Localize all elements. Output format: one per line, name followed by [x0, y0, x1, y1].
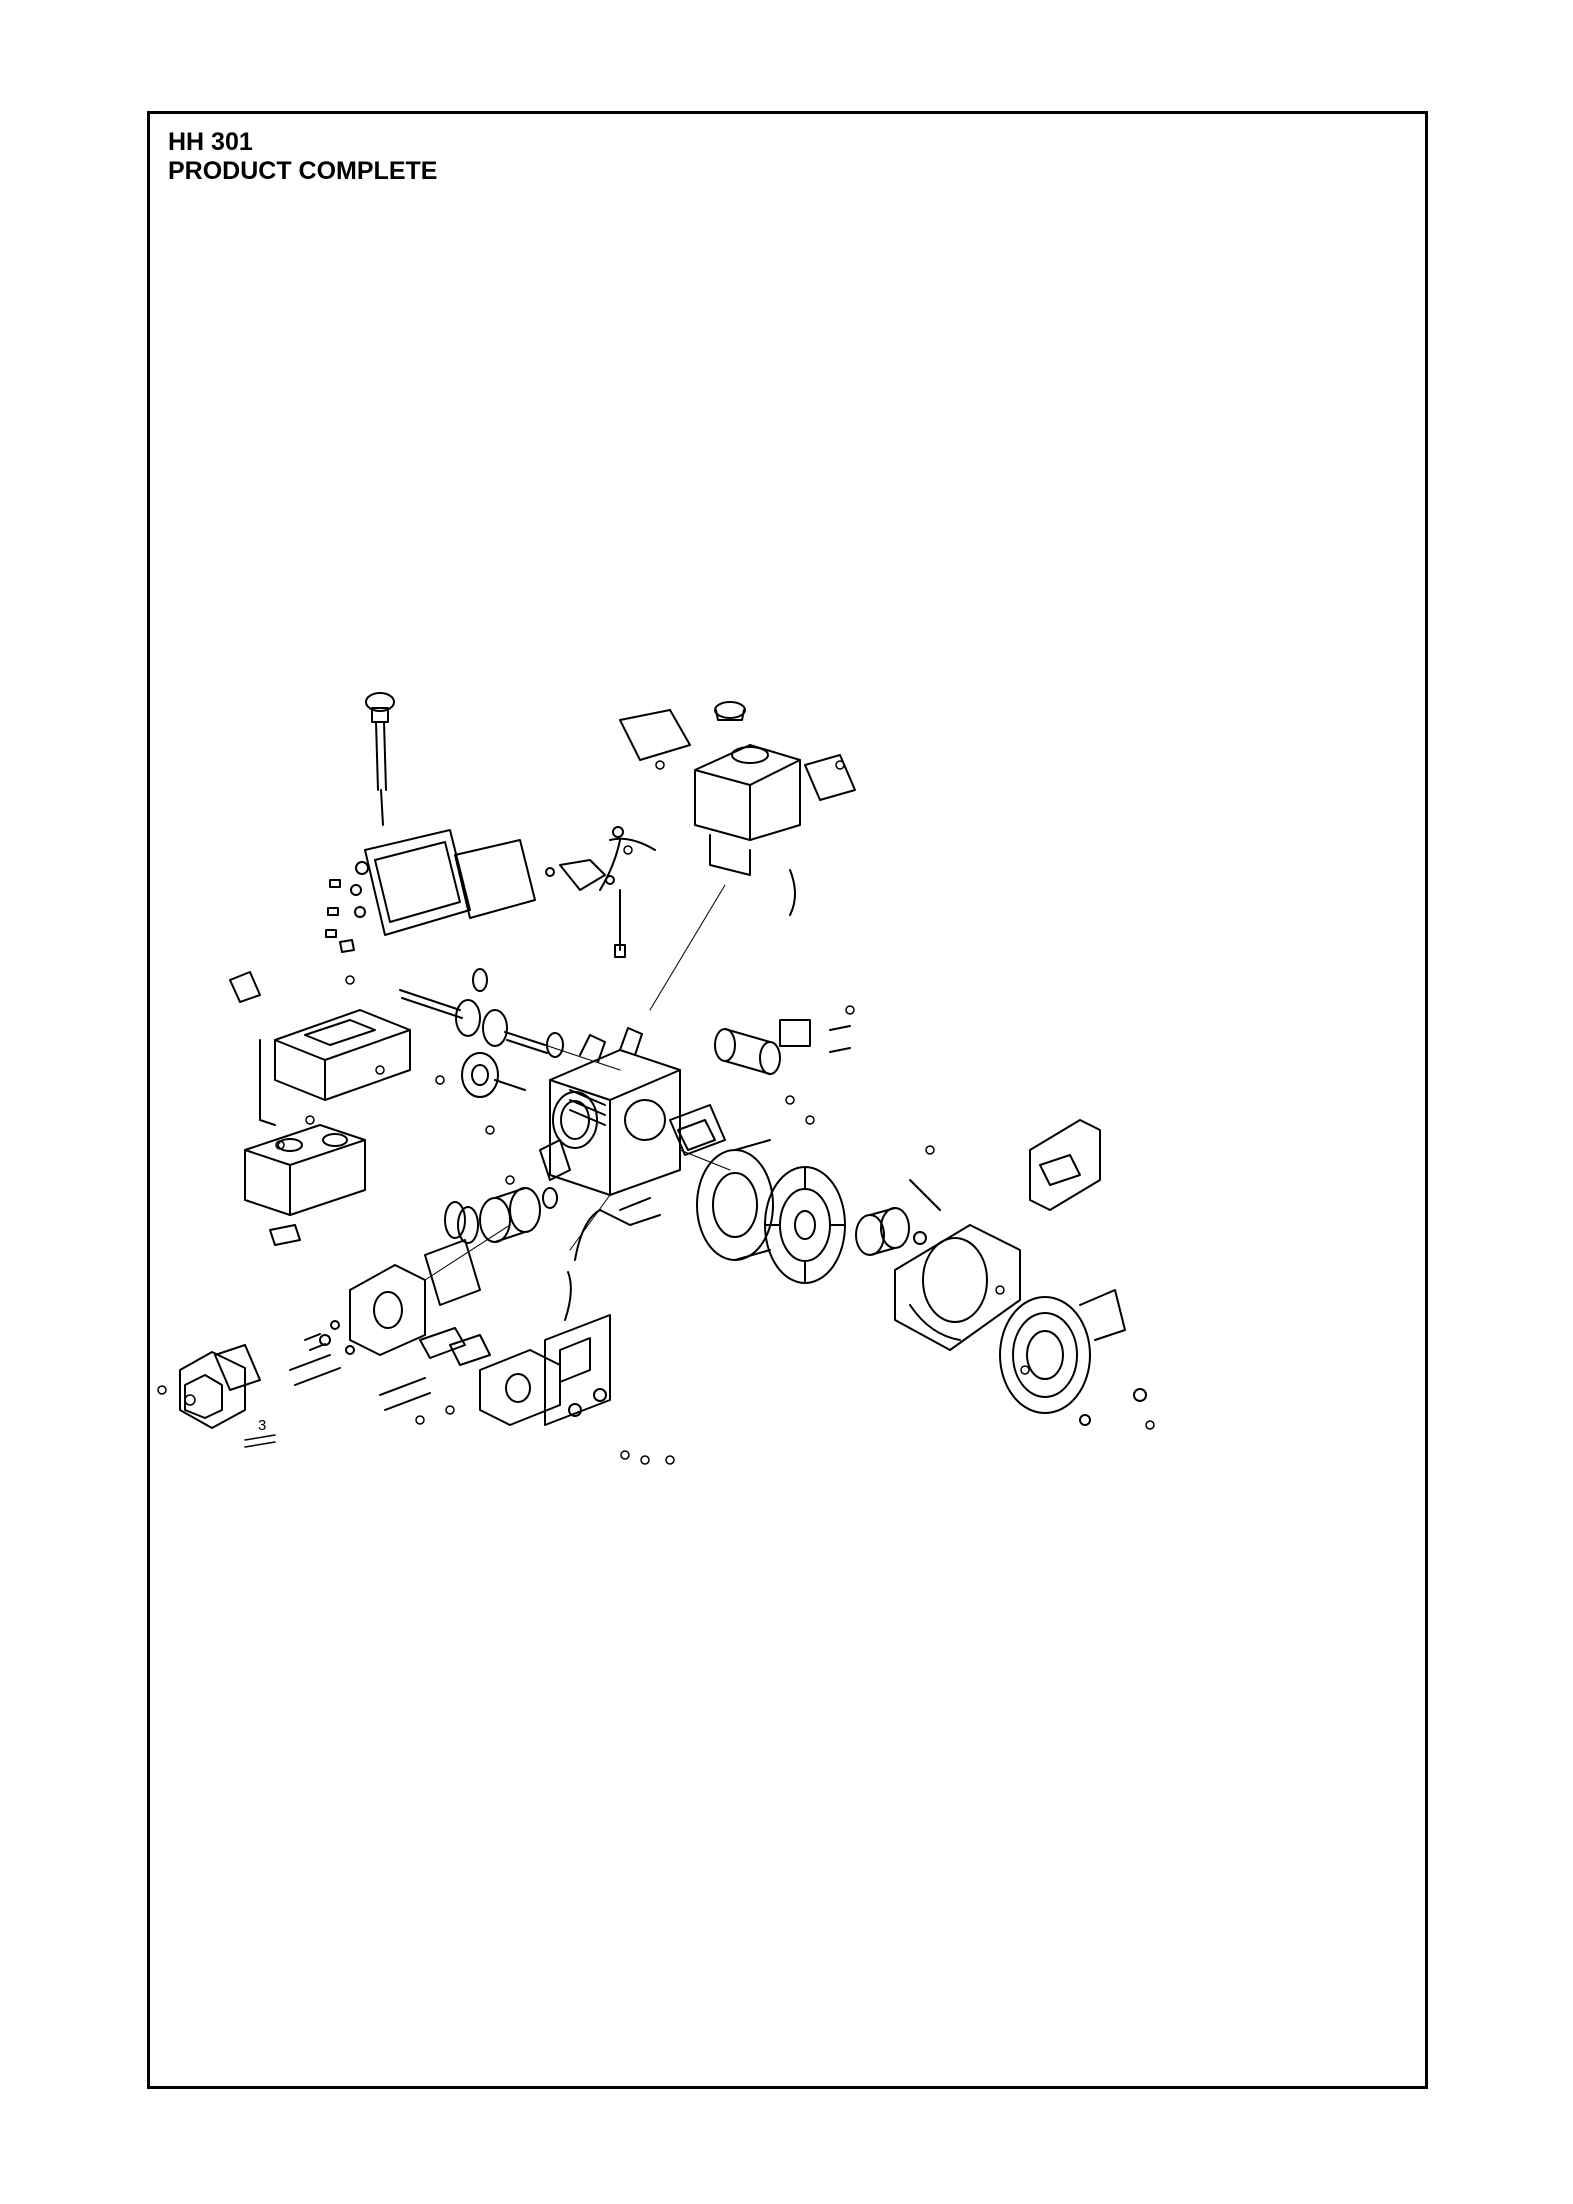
- air-cleaner: [229, 971, 411, 1126]
- governor-linkage: [545, 826, 656, 958]
- title-block: HH 301 PRODUCT COMPLETE: [168, 128, 437, 186]
- rocker-cover: [179, 1344, 261, 1429]
- side-bracket: [1029, 1119, 1101, 1211]
- recoil-starter: [999, 1289, 1147, 1426]
- fuel-tank: [619, 709, 856, 916]
- exploded-view-diagram: 3: [150, 650, 1425, 1550]
- hardware: [157, 760, 1155, 1465]
- side-cover-gasket: [454, 839, 536, 919]
- callout-label: 3: [258, 1417, 266, 1434]
- cylinder-head: [349, 1239, 481, 1356]
- camshaft-gear: [461, 1052, 526, 1098]
- valve-train: [289, 1320, 431, 1411]
- piston-assembly: [444, 1139, 571, 1244]
- ignition-coil: [574, 1104, 726, 1261]
- flywheel: [696, 1139, 774, 1261]
- fan-shroud: [894, 1224, 1021, 1351]
- starter-motor: [714, 1019, 851, 1075]
- exploded-view-svg: 3: [157, 692, 1155, 1465]
- starter-pulley: [855, 1179, 941, 1256]
- carburetor: [419, 1327, 561, 1426]
- crankcase: [549, 1027, 681, 1196]
- crankshaft: [399, 968, 564, 1058]
- page-title: PRODUCT COMPLETE: [168, 157, 438, 185]
- muffler: [244, 1124, 366, 1246]
- page-frame: [147, 111, 1428, 2089]
- dipstick: [365, 692, 395, 826]
- assembly-lines: [424, 884, 731, 1281]
- model-number: HH 301: [168, 128, 253, 156]
- control-bracket: [544, 1271, 611, 1426]
- fuel-cap: [714, 701, 746, 721]
- side-cover: [325, 829, 471, 953]
- cooling-fan: [764, 1166, 846, 1284]
